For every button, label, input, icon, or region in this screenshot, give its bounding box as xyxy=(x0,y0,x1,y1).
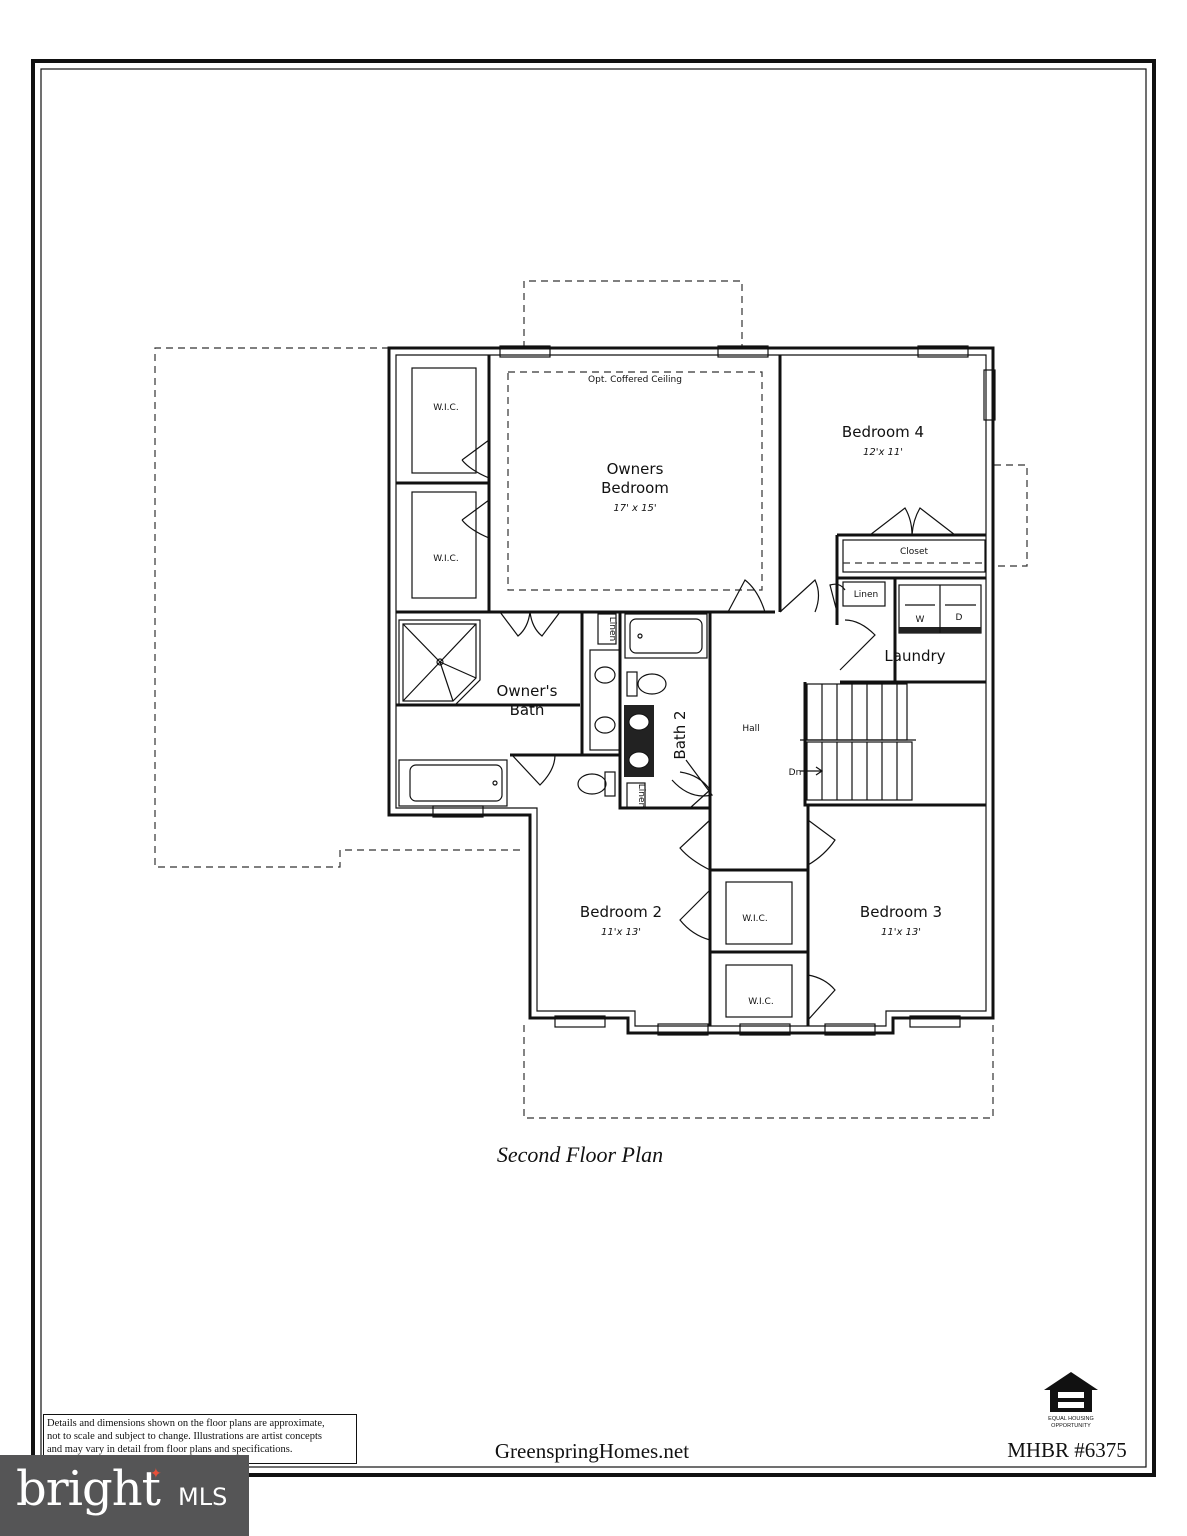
bathtubs xyxy=(398,613,708,807)
windows xyxy=(432,345,996,1036)
dryer-label: D xyxy=(956,613,963,623)
bath2-label: Bath 2 xyxy=(671,710,689,759)
disclaimer-line-3: and may vary in detail from floor plans … xyxy=(47,1444,293,1455)
closet-label: Closet xyxy=(900,547,929,557)
optional-extensions xyxy=(154,280,1028,1119)
owners-bedroom-label-2: Bedroom xyxy=(601,479,669,497)
washer-label: W xyxy=(916,615,925,625)
disclaimer-line-2: not to scale and subject to change. Illu… xyxy=(47,1431,322,1442)
laundry-label: Laundry xyxy=(884,647,945,665)
disclaimer-line-1: Details and dimensions shown on the floo… xyxy=(47,1418,325,1429)
wic-label-4: W.I.C. xyxy=(748,997,773,1007)
room-labels: Opt. Coffered Ceiling Owners Bedroom 17'… xyxy=(433,375,962,1007)
linen-label-laundry: Linen xyxy=(854,590,878,600)
wic-outlines xyxy=(411,367,793,1018)
hall-label: Hall xyxy=(742,724,759,734)
coffered-ceiling-outline xyxy=(507,371,763,591)
owners-bedroom-label-1: Owners xyxy=(607,460,664,478)
bedroom4-dims: 12'x 11' xyxy=(863,447,903,458)
spark-icon: ✦ xyxy=(150,1466,162,1482)
bedroom3-dims: 11'x 13' xyxy=(881,927,921,938)
watermark-suffix: MLS xyxy=(178,1483,228,1511)
toilets xyxy=(577,671,667,797)
mhbr-label: MHBR #6375 xyxy=(1007,1438,1127,1462)
website-label: GreenspringHomes.net xyxy=(495,1439,689,1463)
owners-bedroom-dims: 17' x 15' xyxy=(613,503,656,514)
wic-label-2: W.I.C. xyxy=(433,554,458,564)
stairs xyxy=(800,683,916,801)
equal-housing-line2: OPPORTUNITY xyxy=(1051,1423,1091,1429)
bedroom2-label: Bedroom 2 xyxy=(580,903,662,921)
shower xyxy=(398,619,481,706)
inner-border xyxy=(40,68,1147,1468)
wic-label-1: W.I.C. xyxy=(433,403,458,413)
linen-label-bath-top: Linen xyxy=(607,617,617,641)
closet-bar xyxy=(842,539,986,573)
washer-dryer xyxy=(898,584,982,634)
owners-bath-label-1: Owner's xyxy=(497,682,558,700)
equal-housing-icon: EQUAL HOUSING OPPORTUNITY xyxy=(1044,1372,1098,1429)
bright-mls-watermark: bright ✦ MLS xyxy=(0,1455,249,1536)
wic-label-3: W.I.C. xyxy=(742,914,767,924)
bedroom4-label: Bedroom 4 xyxy=(842,423,924,441)
watermark-brand: bright xyxy=(16,1461,161,1517)
equal-housing-line1: EQUAL HOUSING xyxy=(1048,1416,1094,1422)
bedroom2-dims: 11'x 13' xyxy=(601,927,641,938)
bedroom3-label: Bedroom 3 xyxy=(860,903,942,921)
down-label: Dn xyxy=(789,768,802,778)
door-swings xyxy=(461,439,956,1021)
linen-label-bath-bottom: Linen xyxy=(636,784,646,808)
plan-title: Second Floor Plan xyxy=(497,1142,663,1167)
outer-border xyxy=(31,59,1156,1477)
coffered-ceiling-label: Opt. Coffered Ceiling xyxy=(588,375,682,385)
owners-bath-label-2: Bath xyxy=(510,701,545,719)
linen-shelves xyxy=(597,581,886,809)
vanities xyxy=(589,649,654,777)
